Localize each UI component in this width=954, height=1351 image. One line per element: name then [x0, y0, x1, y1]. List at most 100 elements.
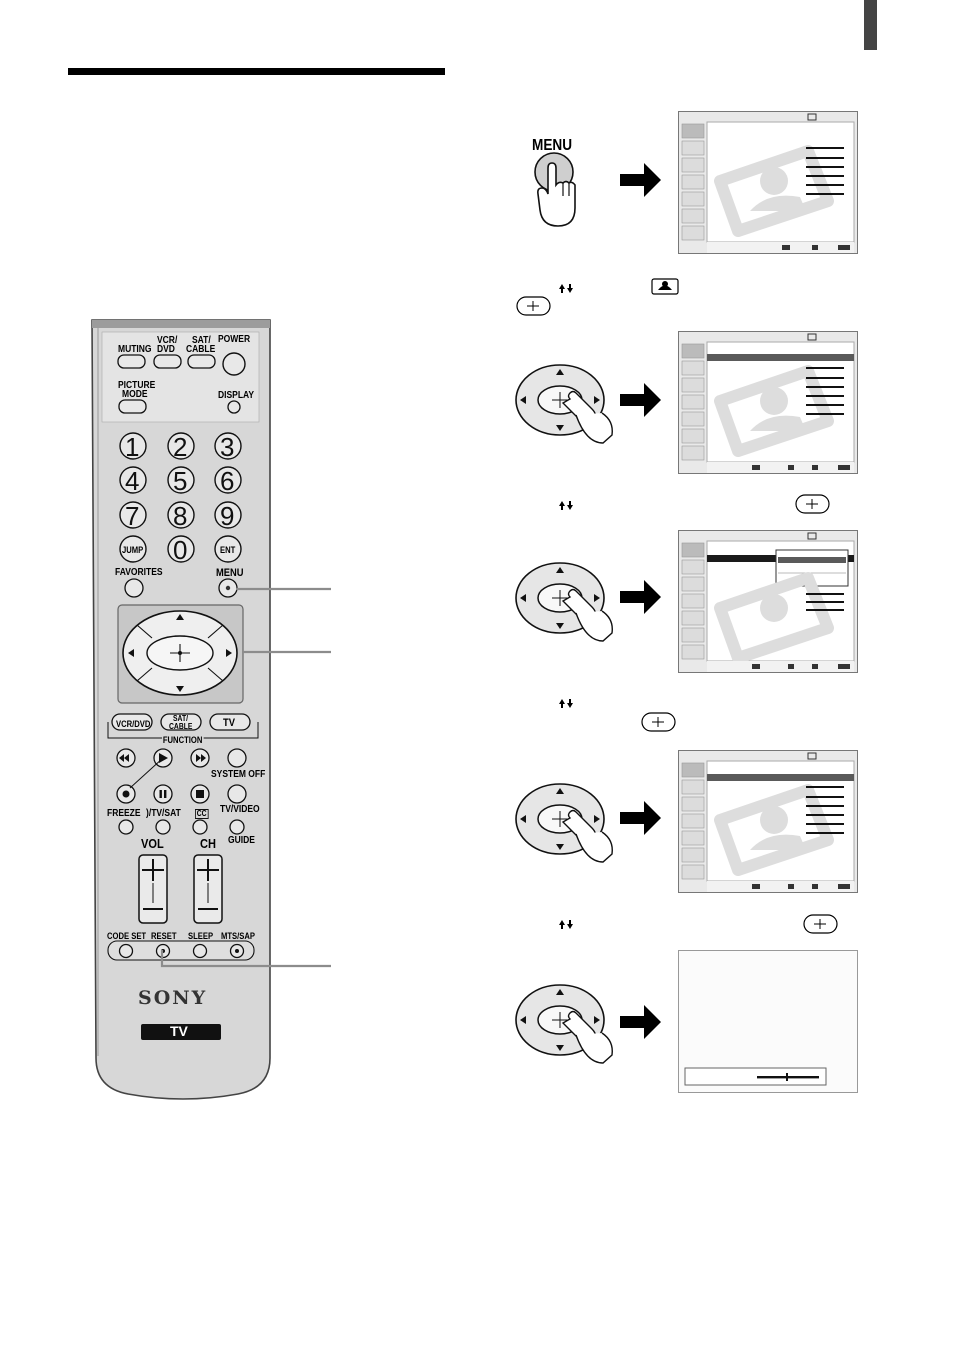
- tv-video-button[interactable]: [227, 784, 247, 804]
- muting-button[interactable]: [117, 354, 146, 369]
- function-label: FUNCTION: [162, 735, 204, 745]
- joystick-press-icon: [515, 364, 613, 444]
- power-label: POWER: [218, 334, 251, 345]
- sat-cable-label-1: SAT/: [192, 335, 211, 346]
- digit-2-label: 2: [173, 432, 188, 462]
- heading-rule: [68, 68, 445, 75]
- vcr-dvd-label-1: VCR/: [157, 335, 178, 346]
- joystick-press-icon: [515, 562, 613, 642]
- ent-label: ENT: [220, 545, 236, 555]
- arrow-right-icon: [620, 801, 661, 835]
- tv-sat-button[interactable]: [155, 819, 171, 835]
- sat-cable-function-label-2: CABLE: [169, 722, 193, 731]
- muting-label: MUTING: [118, 344, 152, 355]
- digit-4-button[interactable]: [119, 466, 147, 494]
- digit-8-button[interactable]: [167, 501, 195, 529]
- digit-9-button[interactable]: [214, 501, 242, 529]
- enter-button-icon: [516, 296, 551, 316]
- system-off-label: SYSTEM OFF: [211, 769, 266, 780]
- menu-label-step: MENU: [532, 137, 573, 154]
- picture-mode-label-2: MODE: [122, 389, 148, 400]
- sat-cable-label-2: CABLE: [186, 344, 216, 355]
- code-set-button[interactable]: [118, 943, 134, 959]
- arrow-right-icon: [620, 163, 661, 197]
- guide-button[interactable]: [229, 819, 245, 835]
- joystick-press-icon: [515, 783, 613, 863]
- tv-badge-label: TV: [170, 1023, 188, 1039]
- digit-3-button[interactable]: [214, 432, 242, 460]
- mts-sap-label: MTS/SAP: [221, 931, 256, 941]
- digit-7-button[interactable]: [119, 501, 147, 529]
- digit-4-label: 4: [125, 466, 140, 496]
- pause-button[interactable]: [153, 784, 173, 804]
- tv-menu-screen-4: [678, 750, 858, 893]
- digit-5-label: 5: [173, 466, 188, 496]
- vcr-dvd-function-label: VCR/DVD: [116, 719, 151, 729]
- enter-button-icon: [795, 494, 830, 514]
- tv-menu-screen-1: [678, 111, 858, 254]
- freeze-label: FREEZE: [107, 808, 141, 819]
- digit-6-label: 6: [220, 466, 235, 496]
- tv-badge: [141, 1024, 221, 1040]
- sat-cable-function-label-1: SAT/: [173, 714, 188, 723]
- digit-9-label: 9: [220, 501, 235, 531]
- freeze-button[interactable]: [118, 819, 134, 835]
- enter-button-icon: [641, 712, 676, 732]
- jump-button[interactable]: [119, 535, 147, 563]
- remote-control: [91, 319, 271, 1100]
- arrow-right-icon: [620, 1005, 661, 1039]
- digit-7-label: 7: [125, 501, 140, 531]
- ent-button[interactable]: [214, 535, 242, 563]
- favorites-label: FAVORITES: [115, 567, 163, 578]
- picture-menu-icon: [651, 278, 679, 295]
- vcr-dvd-function-button[interactable]: [111, 713, 153, 731]
- sleep-button[interactable]: [192, 943, 208, 959]
- up-down-arrows-icon: [559, 284, 573, 293]
- tv-menu-screen-2: [678, 331, 858, 474]
- digit-0-button[interactable]: [167, 535, 195, 563]
- digit-0-label: 0: [173, 535, 188, 565]
- vol-label: VOL: [141, 836, 164, 851]
- tv-sat-label: )/TV/SAT: [146, 808, 181, 819]
- favorites-button[interactable]: [124, 578, 144, 598]
- tv-video-label: TV/VIDEO: [220, 804, 260, 815]
- up-down-arrows-icon: [559, 699, 573, 708]
- digit-6-button[interactable]: [214, 466, 242, 494]
- tv-menu-screen-3: [678, 530, 858, 673]
- sleep-label: SLEEP: [188, 931, 214, 941]
- page-tab-marker: [864, 0, 877, 50]
- display-button[interactable]: [227, 400, 241, 414]
- arrow-right-icon: [620, 383, 661, 417]
- tv-function-button[interactable]: [209, 713, 251, 731]
- joystick-press-icon: [515, 984, 613, 1064]
- digit-5-button[interactable]: [167, 466, 195, 494]
- tv-adjust-screen: [678, 950, 858, 1093]
- power-button[interactable]: [222, 352, 246, 376]
- cc-button[interactable]: [192, 819, 208, 835]
- digit-1-label: 1: [125, 432, 140, 462]
- vcr-dvd-button[interactable]: [153, 354, 182, 369]
- sony-logo: SONY: [138, 987, 208, 1009]
- menu-button-icon: [534, 152, 576, 227]
- code-set-label: CODE SET: [107, 931, 147, 941]
- sat-cable-button[interactable]: [187, 354, 216, 369]
- digit-1-button[interactable]: [119, 432, 147, 460]
- enter-button-icon: [803, 914, 838, 934]
- up-down-arrows-icon: [559, 920, 573, 929]
- hand-pointer-icon: [537, 162, 576, 227]
- display-label: DISPLAY: [218, 390, 255, 401]
- vcr-dvd-label-2: DVD: [157, 344, 175, 355]
- picture-mode-label-1: PICTURE: [118, 380, 156, 391]
- picture-mode-button[interactable]: [118, 399, 147, 414]
- guide-label: GUIDE: [228, 835, 255, 846]
- system-off-button[interactable]: [227, 748, 247, 768]
- tv-function-label: TV: [223, 717, 235, 729]
- reset-label: RESET: [151, 931, 177, 941]
- digit-2-button[interactable]: [167, 432, 195, 460]
- digit-3-label: 3: [220, 432, 235, 462]
- sat-cable-function-button[interactable]: [160, 713, 202, 731]
- cc-label: CC: [195, 809, 209, 819]
- digit-8-label: 8: [173, 501, 188, 531]
